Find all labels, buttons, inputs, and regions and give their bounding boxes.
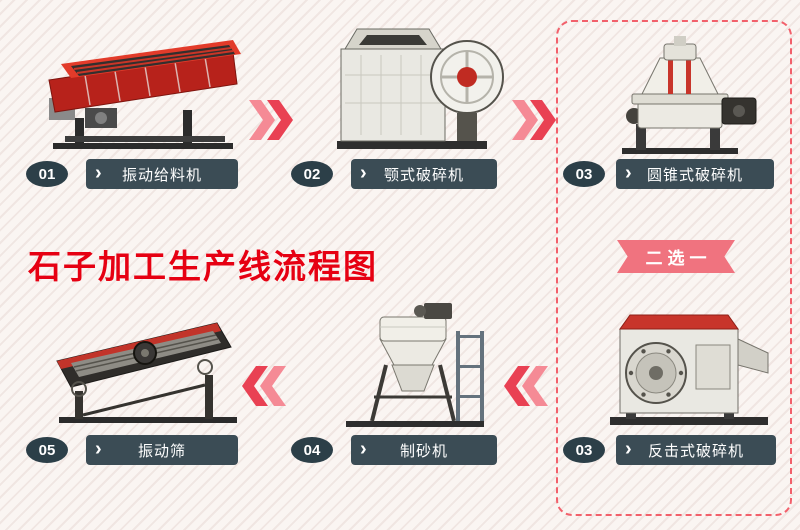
step-label-cone: › 圆锥式破碎机 [616,159,774,189]
impact-crusher-image [610,314,769,425]
choose-one-ribbon: 二选一 [617,240,735,273]
label-arrow-icon: › [95,437,103,460]
step-label-text: 颚式破碎机 [383,166,464,184]
label-arrow-icon: › [625,437,633,460]
label-arrow-icon: › [360,437,368,460]
choose-one-group-border [556,20,792,516]
step-label-feeder: › 振动给料机 [86,159,238,189]
label-arrow-icon: › [95,161,103,184]
step-label-sand: › 制砂机 [351,435,497,465]
vibrating-screen-image [56,322,237,423]
step-label-jaw: › 颚式破碎机 [351,159,497,189]
flow-arrow-right-icon [512,100,556,140]
step-number-badge-sand: 04 [291,437,333,463]
step-label-text: 振动筛 [137,442,186,460]
step-number-badge-jaw: 02 [291,161,333,187]
label-arrow-icon: › [360,161,368,184]
flow-arrow-left-icon [242,366,286,406]
step-label-text: 反击式破碎机 [647,442,744,460]
step-number-badge-cone: 03 [563,161,605,187]
sand-making-machine-image [346,303,484,427]
step-label-text: 圆锥式破碎机 [646,166,743,184]
step-number-badge-feeder: 01 [26,161,68,187]
vibrating-feeder-image [48,40,241,149]
jaw-crusher-image [337,28,504,149]
flow-arrow-right-icon [249,100,293,140]
step-label-text: 制砂机 [399,442,448,460]
label-arrow-icon: › [625,161,633,184]
step-number-badge-impact: 03 [563,437,605,463]
page-title: 石子加工生产线流程图 [28,248,378,285]
flow-arrow-left-icon [504,366,548,406]
step-label-screen: › 振动筛 [86,435,238,465]
step-label-text: 振动给料机 [121,166,202,184]
step-number-badge-screen: 05 [26,437,68,463]
cone-crusher-image [622,36,757,154]
step-label-impact: › 反击式破碎机 [616,435,776,465]
